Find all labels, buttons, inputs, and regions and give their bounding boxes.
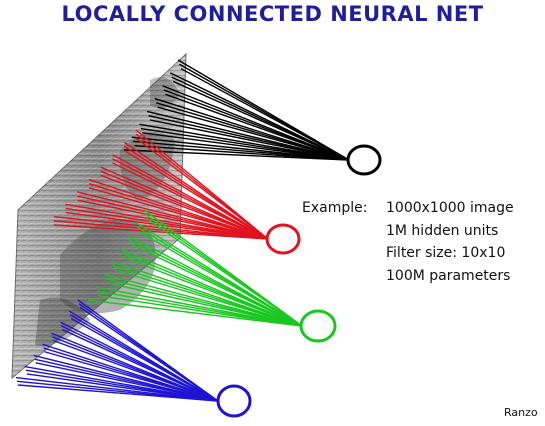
example-line-2: 1M hidden units [386,222,499,239]
red-connections [53,129,269,240]
connection-line [142,132,350,161]
connection-line [77,199,269,240]
author-credit: Ranzo [504,406,538,419]
example-line: 1M hidden units [302,220,514,243]
connection-line [106,282,303,327]
connection-line [112,162,269,240]
blue-connections [15,299,219,402]
connection-line [146,217,303,327]
connection-line [17,384,219,402]
connection-line [53,339,219,402]
connection-line [138,230,303,327]
connection-line [70,317,219,402]
hidden-unit-black [346,144,382,176]
connection-line [79,306,219,402]
connection-line [35,362,219,402]
connection-line [114,269,303,327]
example-line: Example: 1000x1000 image [302,197,514,220]
example-text: Example:1000x1000 image 1M hidden units … [302,197,514,287]
connection-line [172,80,350,161]
connection-line [122,256,303,327]
example-line-4: 100M parameters [386,267,511,284]
hidden-unit-green [299,309,337,343]
hidden-unit-red [265,223,301,255]
connection-line [53,224,269,240]
connection-line [134,145,350,161]
example-line: Filter size: 10x10 [302,242,514,265]
example-line: 100M parameters [302,265,514,288]
connection-line [157,106,350,161]
connection-line [100,174,269,240]
black-connections [123,59,350,161]
example-line-3: Filter size: 10x10 [386,245,506,261]
green-connections [87,209,303,327]
connection-line [180,67,350,161]
connection-line [62,328,219,402]
slide-title: LOCALLY CONNECTED NEURAL NET [61,2,484,26]
hidden-unit-blue [216,384,252,418]
connection-line [165,93,350,161]
connection-line [26,373,219,402]
connection-line [87,299,303,327]
connection-line [98,295,303,327]
connection-line [124,150,269,240]
connection-line [89,187,269,240]
connection-line [44,351,219,402]
connection-line [149,119,350,161]
example-label: Example: [302,200,368,216]
example-line-1: 1000x1000 image [386,200,514,216]
connection-line [135,137,269,240]
connection-line [130,243,303,327]
connection-line [65,211,269,240]
